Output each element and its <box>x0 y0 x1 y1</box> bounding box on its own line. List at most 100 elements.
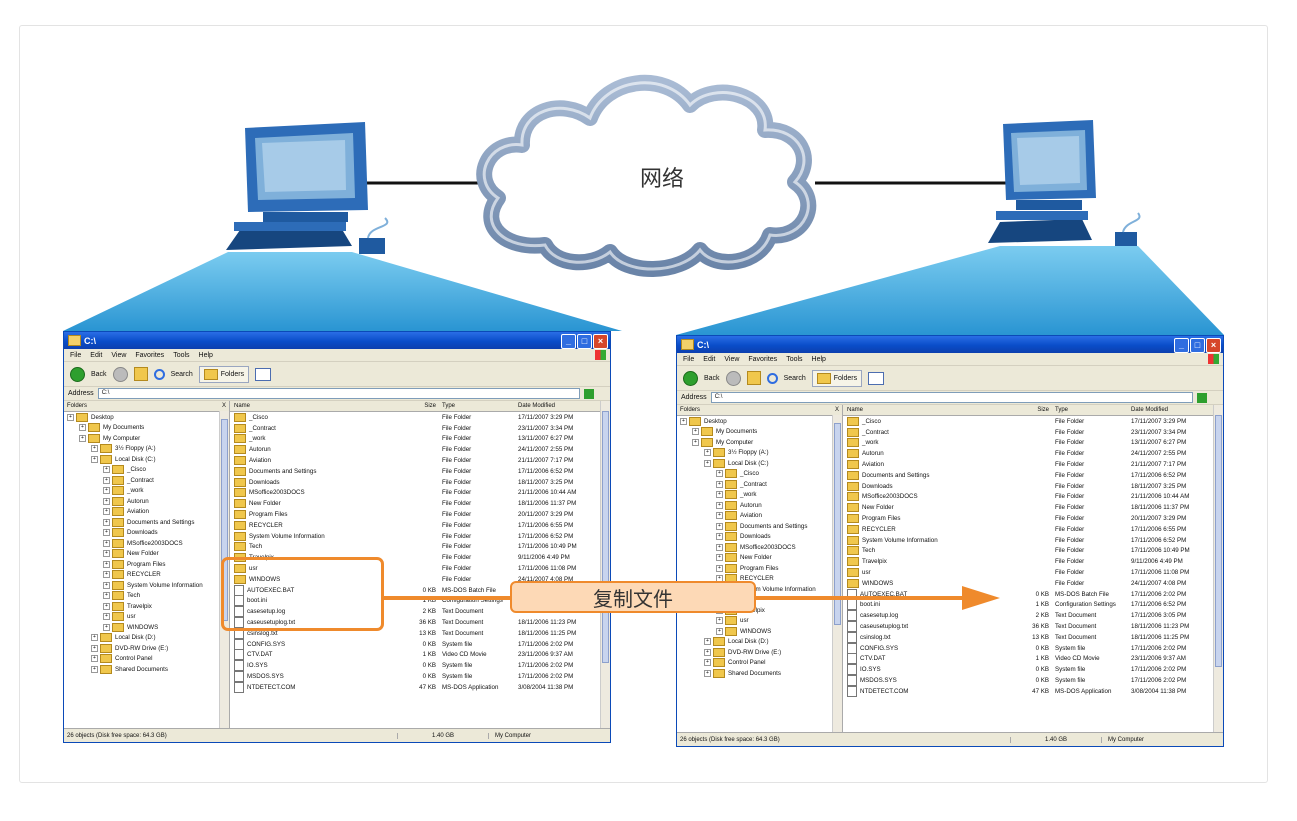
menu-file[interactable]: File <box>683 355 695 363</box>
expand-toggle-icon[interactable]: + <box>103 623 110 631</box>
minimize-button[interactable]: _ <box>561 334 576 349</box>
tree-node[interactable]: +Downloads <box>677 532 842 543</box>
expand-toggle-icon[interactable]: + <box>103 539 110 547</box>
tree-node[interactable]: +Tech <box>64 591 229 602</box>
tree-node[interactable]: +Travelpix <box>64 601 229 612</box>
expand-toggle-icon[interactable]: + <box>91 634 98 642</box>
expand-toggle-icon[interactable]: + <box>716 491 723 499</box>
expand-toggle-icon[interactable]: + <box>716 554 723 562</box>
menu-tools[interactable]: Tools <box>173 351 190 359</box>
close-pane-icon[interactable]: X <box>221 403 226 409</box>
tree-node[interactable]: +_Contract <box>677 479 842 490</box>
search-button[interactable]: Search <box>783 374 806 382</box>
menu-view[interactable]: View <box>724 355 740 363</box>
expand-toggle-icon[interactable]: + <box>704 638 711 646</box>
forward-arrow-icon[interactable] <box>725 370 741 386</box>
tree-node[interactable]: +Shared Documents <box>64 664 229 675</box>
expand-toggle-icon[interactable]: + <box>79 424 86 432</box>
tree-node[interactable]: +WINDOWS <box>64 622 229 633</box>
expand-toggle-icon[interactable]: + <box>103 518 110 526</box>
expand-toggle-icon[interactable]: + <box>67 413 74 421</box>
expand-toggle-icon[interactable]: + <box>692 428 699 436</box>
tree-node[interactable]: +MSoffice2003DOCS <box>677 542 842 553</box>
tree-node[interactable]: +DVD-RW Drive (E:) <box>64 643 229 654</box>
tree-node[interactable]: +Local Disk (D:) <box>64 633 229 644</box>
address-input[interactable]: C:\ <box>710 392 1193 403</box>
expand-toggle-icon[interactable]: + <box>716 501 723 509</box>
expand-toggle-icon[interactable]: + <box>103 602 110 610</box>
column-name[interactable]: Name <box>234 403 251 409</box>
expand-toggle-icon[interactable]: + <box>103 476 110 484</box>
title-bar[interactable]: C:\ _ □ × <box>64 332 610 349</box>
list-scrollbar[interactable] <box>600 401 610 729</box>
expand-toggle-icon[interactable]: + <box>716 480 723 488</box>
search-icon[interactable] <box>153 368 165 380</box>
tree-node[interactable]: +My Documents <box>64 423 229 434</box>
forward-arrow-icon[interactable] <box>112 366 128 382</box>
tree-node[interactable]: +RECYCLER <box>64 570 229 581</box>
expand-toggle-icon[interactable]: + <box>103 487 110 495</box>
maximize-button[interactable]: □ <box>1190 338 1205 353</box>
tree-node[interactable]: +My Documents <box>677 427 842 438</box>
close-pane-icon[interactable]: X <box>834 407 839 413</box>
tree-node[interactable]: +New Folder <box>677 553 842 564</box>
menu-favorites[interactable]: Favorites <box>135 351 165 359</box>
up-folder-icon[interactable] <box>746 371 761 385</box>
go-arrow-icon[interactable] <box>1197 392 1207 403</box>
expand-toggle-icon[interactable]: + <box>103 529 110 537</box>
expand-toggle-icon[interactable]: + <box>103 508 110 516</box>
expand-toggle-icon[interactable]: + <box>716 617 723 625</box>
expand-toggle-icon[interactable]: + <box>103 560 110 568</box>
tree-node[interactable]: +Program Files <box>677 563 842 574</box>
expand-toggle-icon[interactable]: + <box>692 438 699 446</box>
expand-toggle-icon[interactable]: + <box>704 459 711 467</box>
tree-node[interactable]: +System Volume Information <box>64 580 229 591</box>
up-folder-icon[interactable] <box>133 367 148 381</box>
tree-node[interactable]: +3½ Floppy (A:) <box>677 448 842 459</box>
expand-toggle-icon[interactable]: + <box>91 445 98 453</box>
views-icon[interactable] <box>868 371 885 385</box>
expand-toggle-icon[interactable]: + <box>716 627 723 635</box>
tree-node[interactable]: +Control Panel <box>677 658 842 669</box>
go-arrow-icon[interactable] <box>584 388 594 399</box>
tree-node[interactable]: +3½ Floppy (A:) <box>64 444 229 455</box>
expand-toggle-icon[interactable]: + <box>103 581 110 589</box>
expand-toggle-icon[interactable]: + <box>680 417 687 425</box>
back-button[interactable]: Back <box>91 370 107 378</box>
expand-toggle-icon[interactable]: + <box>103 497 110 505</box>
tree-node[interactable]: +Aviation <box>64 507 229 518</box>
folders-button[interactable]: Folders <box>198 365 250 383</box>
back-arrow-icon[interactable] <box>70 366 85 382</box>
expand-toggle-icon[interactable]: + <box>103 613 110 621</box>
expand-toggle-icon[interactable]: + <box>704 648 711 656</box>
menu-edit[interactable]: Edit <box>90 351 103 359</box>
tree-node[interactable]: +Downloads <box>64 528 229 539</box>
